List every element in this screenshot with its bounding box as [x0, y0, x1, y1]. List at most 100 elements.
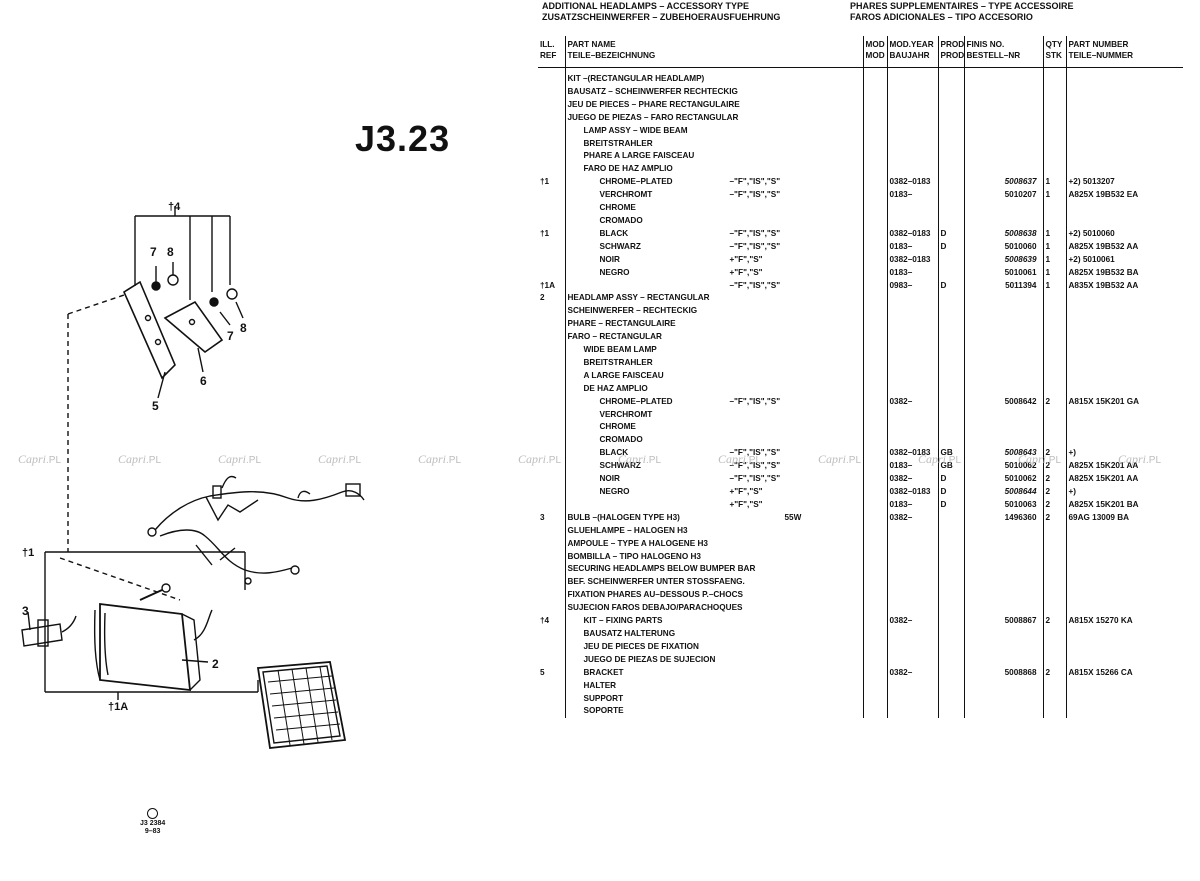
- ill-ref-label: 5: [540, 667, 545, 677]
- cell-line: A825X 15K201 AA: [1068, 461, 1139, 471]
- cell-ill-ref: †4: [538, 615, 566, 667]
- finis-number: 5008637: [1004, 177, 1037, 187]
- watermark-suffix: .PL: [746, 455, 762, 466]
- name-line: SCHWARZ –"F","IS","S": [568, 460, 861, 473]
- name-line: BEF. SCHEINWERFER UNTER STOSSFAENG.: [568, 576, 861, 589]
- watermark-brand: Capri: [918, 452, 947, 466]
- name-line: BOMBILLA – TIPO HALOGENO H3: [568, 551, 861, 564]
- name-line: CROMADO: [568, 215, 861, 228]
- cell-part-name: KIT –(RECTANGULAR HEADLAMP)BAUSATZ – SCH…: [565, 67, 864, 125]
- callout-1: †1: [22, 547, 34, 559]
- cell-prod: [938, 124, 965, 177]
- finis-number: 5008868: [1004, 667, 1037, 677]
- watermark-brand: Capri: [818, 452, 847, 466]
- cell-mod-year: [887, 563, 939, 616]
- part-name-text: DE HAZ AMPLIO: [583, 383, 648, 393]
- finis-number: 5008867: [1004, 616, 1037, 626]
- cell-line: 0382–: [889, 396, 913, 406]
- name-line: JUEGO DE PIEZAS DE SUJECION: [568, 654, 861, 667]
- cell-ill-ref: [538, 563, 566, 616]
- cell-line: 0183–: [889, 499, 913, 509]
- section-title-de: ZUSATZSCHEINWERFER – ZUBEHOERAUSFUEHRUNG: [542, 12, 781, 22]
- part-name-text: NEGRO: [599, 267, 630, 277]
- ill-ref-label: †1A: [540, 280, 556, 290]
- cell-qty: 2: [1043, 511, 1067, 564]
- finis-number: 5008642: [1004, 396, 1037, 406]
- cell-part-number: [1066, 292, 1183, 344]
- col-header-ill: ILL.REF: [538, 36, 566, 68]
- cell-ill-ref: [538, 67, 566, 125]
- name-line: VERCHROMT–"F","IS","S": [568, 189, 861, 202]
- part-name-text: NEGRO: [599, 487, 630, 496]
- part-name-text: AMPOULE – TYPE A HALOGENE H3: [567, 538, 708, 548]
- cell-prod: [938, 563, 965, 616]
- watermark-brand: Capri: [118, 452, 147, 466]
- cell-mod: [863, 395, 888, 448]
- watermark-suffix: .PL: [1146, 455, 1162, 466]
- cell-part-number: [1066, 125, 1183, 177]
- callout-5: 5: [152, 399, 159, 413]
- part-name-text: CHROME–PLATED: [599, 396, 673, 406]
- part-name-text: CHROME: [599, 203, 636, 213]
- finis-number: 5008638: [1004, 228, 1037, 238]
- model-variant-text: –"F","IS","S": [729, 461, 781, 471]
- cell-prod: [938, 292, 965, 345]
- cell-line: +2) 5010060: [1068, 228, 1115, 238]
- table-row: KIT –(RECTANGULAR HEADLAMP)BAUSATZ – SCH…: [538, 67, 1183, 125]
- cell-ill-ref: [538, 395, 566, 448]
- section-title-fr: PHARES SUPPLEMENTAIRES – TYPE ACCESSOIRE: [850, 1, 1074, 11]
- part-name-text: NOIR: [599, 474, 620, 484]
- cell-line: 2: [1045, 667, 1051, 677]
- cell-line: 0382–0183: [889, 254, 931, 264]
- cell-line: 0382–: [889, 474, 913, 484]
- watermark-brand: Capri: [418, 452, 447, 466]
- cell-line: GB: [940, 461, 953, 471]
- part-name-text: SUJECION FAROS DEBAJO/PARACHOQUES: [567, 603, 743, 613]
- cell-line: 0183–: [889, 241, 913, 251]
- name-line: PHARE – RECTANGULAIRE: [568, 318, 861, 331]
- finis-number: 5011394: [1005, 280, 1037, 290]
- watermark-brand: Capri: [218, 452, 247, 466]
- cell-qty: 1: [1043, 279, 1067, 293]
- part-name-text: HEADLAMP ASSY – RECTANGULAR: [567, 293, 710, 303]
- part-name-text: GLUEHLAMPE – HALOGEN H3: [567, 525, 688, 535]
- part-name-text: JEU DE PIECES DE FIXATION: [583, 641, 699, 651]
- callout-7-top: 7: [150, 245, 157, 259]
- model-variant-text: –"F","IS","S": [729, 474, 781, 484]
- finis-number: 1496360: [1004, 512, 1037, 522]
- part-name-text: KIT – FIXING PARTS: [583, 616, 663, 626]
- cell-qty: [1043, 67, 1067, 125]
- name-line: KIT – FIXING PARTS: [568, 615, 861, 628]
- cell-line: 2: [1045, 461, 1051, 471]
- callout-1a: †1A: [108, 701, 128, 713]
- watermark-suffix: .PL: [46, 455, 62, 466]
- section-title-es: FAROS ADICIONALES – TIPO ACCESORIO: [850, 12, 1033, 22]
- cell-line: 2: [1045, 512, 1051, 522]
- finis-number: 5008643: [1004, 448, 1037, 458]
- name-line: DE HAZ AMPLIO: [568, 383, 861, 396]
- part-name-text: BREITSTRAHLER: [583, 357, 653, 367]
- part-name-text: WIDE BEAM LAMP: [583, 345, 657, 355]
- cell-line: 0382–0183: [889, 177, 931, 187]
- cell-line: 2: [1045, 616, 1051, 626]
- part-name-text: FARO DE HAZ AMPLIO: [583, 164, 673, 174]
- section-title-en: ADDITIONAL HEADLAMPS – ACCESSORY TYPE: [542, 1, 750, 11]
- part-name-text: SCHWARZ: [599, 461, 641, 471]
- cell-ill-ref: †1A: [538, 279, 566, 293]
- watermark-suffix: .PL: [346, 455, 362, 466]
- name-line: CHROME–PLATED–"F","IS","S": [568, 396, 861, 409]
- cell-finis-no: [964, 344, 1044, 396]
- cell-line: D: [940, 228, 947, 238]
- model-variant-text: –"F","IS","S": [729, 241, 781, 251]
- cell-qty: [1043, 124, 1067, 177]
- model-variant-text: +"F","S": [729, 254, 763, 264]
- stamp-circle-icon: [147, 808, 159, 819]
- cell-finis-no: 1496360: [964, 511, 1044, 564]
